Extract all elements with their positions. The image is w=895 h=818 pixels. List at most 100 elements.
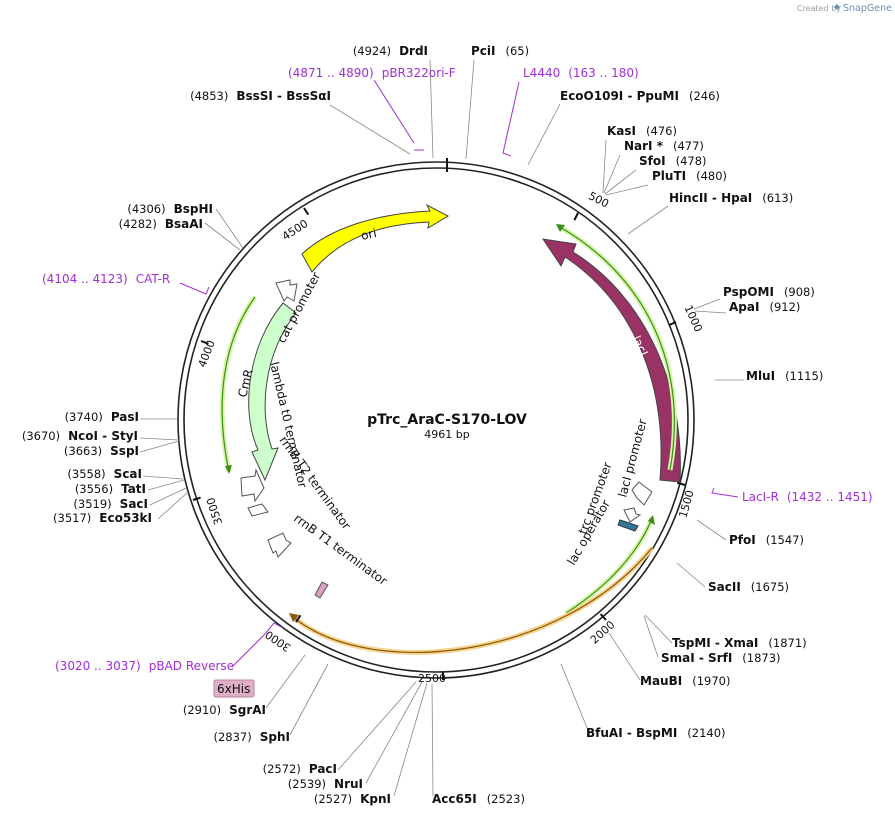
restriction-site[interactable]: PfoI(1547) xyxy=(729,533,804,547)
orf-laci[interactable] xyxy=(557,225,675,471)
restriction-site[interactable]: NruI(2539) xyxy=(288,777,363,791)
restriction-site[interactable]: MluI(1115) xyxy=(746,369,823,383)
tick-label: 3500 xyxy=(204,496,225,527)
laci-promoter-feature[interactable] xyxy=(631,481,653,506)
primer-label[interactable]: LacI-R(1432 .. 1451) xyxy=(742,490,873,504)
restriction-site[interactable]: SphI(2837) xyxy=(214,730,291,744)
restriction-site[interactable]: SgrAI(2910) xyxy=(183,703,266,717)
primer-name: pBR322ori-F xyxy=(382,66,456,80)
restriction-site[interactable]: PspOMI (908) xyxy=(723,285,815,299)
restriction-site[interactable]: SfoI(478) xyxy=(639,154,707,168)
restriction-site[interactable]: SmaI - SrfI(1873) xyxy=(661,651,781,665)
restriction-site[interactable]: MauBI(1970) xyxy=(640,674,730,688)
site-name: PciI xyxy=(471,44,496,58)
restriction-site[interactable]: BssSI - BssSαI (4853) xyxy=(190,89,331,103)
restriction-site[interactable]: EcoO109I - PpuMI(246) xyxy=(560,89,720,103)
site-name: SgrAI xyxy=(229,703,266,717)
primer-position: (3020 .. 3037) xyxy=(55,659,141,673)
site-position: (613) xyxy=(762,191,793,205)
site-position: (2140) xyxy=(687,726,725,740)
restriction-site[interactable]: ApaI(912) xyxy=(729,300,800,314)
site-name: HincII - HpaI xyxy=(669,191,752,205)
his-tag-badge[interactable] xyxy=(213,679,255,698)
restriction-site[interactable]: BspHI(4306) xyxy=(127,202,213,216)
laci-feature[interactable] xyxy=(541,238,681,483)
restriction-site[interactable]: PacI(2572) xyxy=(263,762,337,776)
site-name: PspOMI xyxy=(723,285,774,299)
primer-label[interactable]: (4871 .. 4890) pBR322ori-F xyxy=(288,66,456,80)
restriction-site[interactable]: ScaI(3558) xyxy=(67,467,142,481)
site-position: (4853) xyxy=(190,89,228,103)
restriction-site[interactable]: SacII(1675) xyxy=(708,580,789,594)
site-name: KasI xyxy=(607,124,636,138)
restriction-site[interactable]: PasI(3740) xyxy=(65,410,139,424)
site-position: (477) xyxy=(673,139,704,153)
site-name: ScaI xyxy=(114,467,142,481)
restriction-site[interactable]: SacI(3519) xyxy=(73,497,148,511)
restriction-site[interactable]: KasI(476) xyxy=(607,124,677,138)
restriction-site[interactable]: SspI(3663) xyxy=(64,444,139,458)
orf-lov[interactable] xyxy=(292,547,653,653)
restriction-site[interactable]: Eco53kI(3517) xyxy=(53,511,152,525)
primer-label[interactable]: (4104 .. 4123)CAT-R xyxy=(42,272,170,286)
restriction-site[interactable]: PluTI(480) xyxy=(652,169,727,183)
snapgene-logo-icon xyxy=(834,4,840,10)
site-name: MluI xyxy=(746,369,775,383)
site-name: NcoI - StyI xyxy=(68,429,138,443)
site-position: (3556) xyxy=(75,482,113,496)
his-tag-label: 6xHis xyxy=(217,682,250,696)
tick-mark xyxy=(192,496,201,501)
leader-lines xyxy=(139,59,744,797)
site-name: ApaI xyxy=(729,300,759,314)
primer-position: (163 .. 180) xyxy=(568,66,638,80)
restriction-site[interactable]: TspMI - XmaI(1871) xyxy=(672,636,807,650)
primer-name: L4440 xyxy=(523,66,560,80)
site-position: (908) xyxy=(784,285,815,299)
site-name: BsaAI xyxy=(165,217,203,231)
tick-mark xyxy=(573,212,579,221)
restriction-site[interactable]: DrdI(4924) xyxy=(353,44,428,58)
site-position: (1547) xyxy=(766,533,804,547)
his-tag-marker xyxy=(314,581,329,599)
cat-promoter-feature[interactable] xyxy=(275,279,298,302)
orf-short[interactable] xyxy=(565,517,653,614)
orf-cmr[interactable] xyxy=(221,296,256,473)
tick-mark xyxy=(303,207,310,216)
ori-feature[interactable] xyxy=(301,203,450,273)
site-name: SacI xyxy=(120,497,148,511)
label-cmr: CmR xyxy=(235,368,255,399)
site-name: BfuAI - BspMI xyxy=(586,726,677,740)
restriction-site[interactable]: Acc65I(2523) xyxy=(432,792,525,806)
lambda-t0-feature[interactable] xyxy=(240,468,265,503)
primer-position: (4871 .. 4890) xyxy=(288,66,374,80)
restriction-site[interactable]: TatI(3556) xyxy=(75,482,146,496)
restriction-site[interactable]: PciI (65) xyxy=(471,44,529,58)
plasmid-name: pTrc_AraC-S170-LOV xyxy=(367,412,527,428)
site-position: (65) xyxy=(506,44,530,58)
tick-mark xyxy=(668,321,677,327)
restriction-site[interactable]: NarI *(477) xyxy=(624,139,704,153)
site-name: NruI xyxy=(334,777,363,791)
site-position: (478) xyxy=(676,154,707,168)
restriction-site[interactable]: KpnI(2527) xyxy=(314,792,391,806)
plasmid-size: 4961 bp xyxy=(424,428,469,441)
trc-promoter-feature[interactable] xyxy=(623,507,642,523)
restriction-site[interactable]: BsaAI(4282) xyxy=(119,217,203,231)
site-position: (2527) xyxy=(314,792,352,806)
site-position: (2837) xyxy=(214,730,252,744)
rrnb-t2-feature[interactable] xyxy=(247,503,269,517)
site-name: PasI xyxy=(111,410,139,424)
site-position: (1970) xyxy=(692,674,730,688)
rrnb-t1-feature[interactable] xyxy=(267,532,292,558)
site-name: SspI xyxy=(110,444,139,458)
restriction-site[interactable]: HincII - HpaI (613) xyxy=(669,191,793,205)
lac-operator-feature[interactable] xyxy=(617,519,639,532)
cmr-feature[interactable] xyxy=(248,302,297,482)
site-name: BssSI - BssSαI xyxy=(236,89,331,103)
restriction-site[interactable]: NcoI - StyI(3670) xyxy=(22,429,138,443)
restriction-site[interactable]: BfuAI - BspMI (2140) xyxy=(586,726,726,740)
primer-position: (4104 .. 4123) xyxy=(42,272,128,286)
primer-position: (1432 .. 1451) xyxy=(787,490,873,504)
primer-label[interactable]: (3020 .. 3037)pBAD Reverse xyxy=(55,659,234,673)
primer-label[interactable]: L4440 (163 .. 180) xyxy=(523,66,639,80)
